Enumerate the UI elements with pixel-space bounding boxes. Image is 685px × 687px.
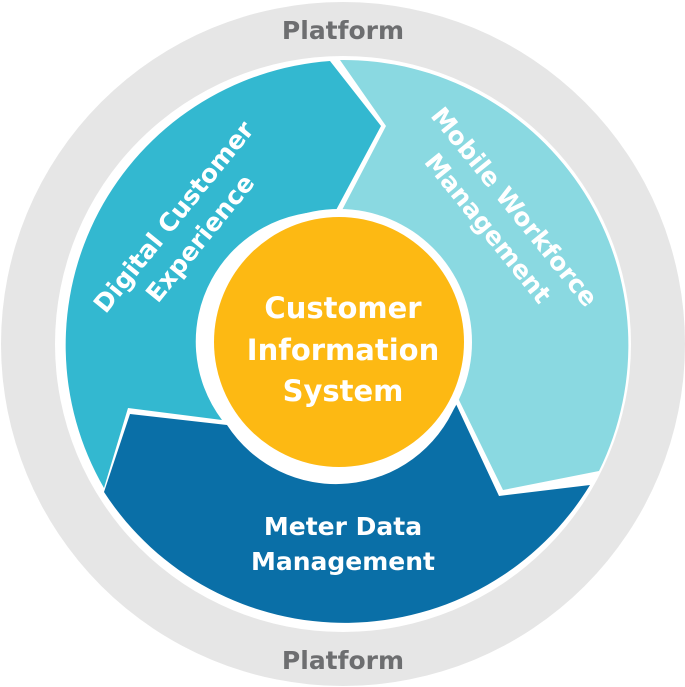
- core-label-line3: System: [283, 374, 404, 408]
- core-circle[interactable]: [214, 217, 464, 467]
- core-label-line2: Information: [247, 333, 439, 367]
- core-label-line1: Customer: [264, 291, 422, 325]
- meter-data-label-line2: Management: [251, 547, 435, 576]
- meter-data-label-line1: Meter Data: [264, 512, 422, 541]
- platform-label-top: Platform: [282, 16, 404, 45]
- segment-digital-customer[interactable]: [65, 61, 381, 488]
- platform-label-bottom: Platform: [282, 646, 404, 675]
- segment-mobile-workforce[interactable]: [340, 59, 629, 490]
- segment-meter-data[interactable]: [104, 404, 590, 623]
